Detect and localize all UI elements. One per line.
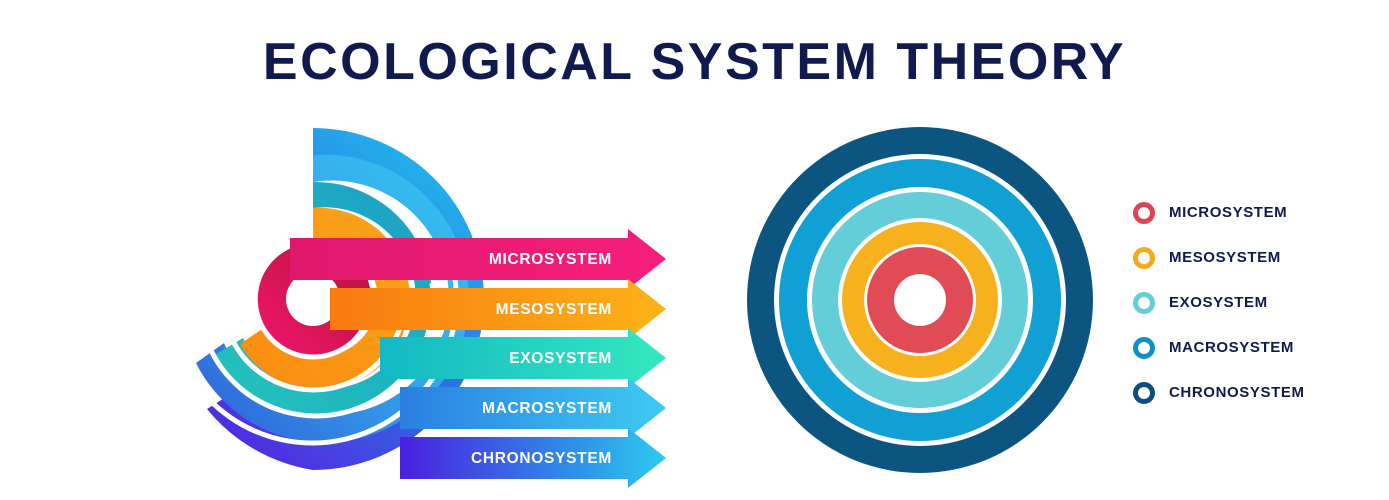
ring-icon <box>1133 291 1155 314</box>
page-title: ECOLOGICAL SYSTEM THEORY <box>262 33 1127 91</box>
legend-label: EXOSYSTEM <box>1169 294 1268 311</box>
ring-icon <box>1133 381 1155 404</box>
arrow-microsystem[interactable]: MICROSYSTEM <box>290 229 666 289</box>
arrow-label-exosystem: EXOSYSTEM <box>509 350 612 367</box>
legend-item-chronosystem[interactable]: CHRONOSYSTEM <box>1133 370 1383 415</box>
legend-item-microsystem[interactable]: MICROSYSTEM <box>1133 190 1383 235</box>
legend-label: MESOSYSTEM <box>1169 249 1281 266</box>
target-center-hole <box>894 274 946 326</box>
arrow-callouts: MICROSYSTEM MESOSYSTEM EXOSYSTEM MACROSY… <box>290 229 666 488</box>
legend-item-macrosystem[interactable]: MACROSYSTEM <box>1133 325 1383 370</box>
arrow-chronosystem[interactable]: CHRONOSYSTEM <box>400 428 666 488</box>
legend-item-mesosystem[interactable]: MESOSYSTEM <box>1133 235 1383 280</box>
arrow-label-chronosystem: CHRONOSYSTEM <box>471 450 612 467</box>
ring-icon <box>1133 246 1155 269</box>
arrow-label-mesosystem: MESOSYSTEM <box>496 301 612 318</box>
arrow-mesosystem[interactable]: MESOSYSTEM <box>330 279 666 339</box>
ring-icon <box>1133 201 1155 224</box>
arrow-macrosystem[interactable]: MACROSYSTEM <box>400 378 666 438</box>
arrow-exosystem[interactable]: EXOSYSTEM <box>380 328 666 388</box>
arrow-label-macrosystem: MACROSYSTEM <box>482 400 612 417</box>
legend-item-exosystem[interactable]: EXOSYSTEM <box>1133 280 1383 325</box>
legend-label: MACROSYSTEM <box>1169 339 1294 356</box>
legend-label: CHRONOSYSTEM <box>1169 384 1305 401</box>
arrow-label-microsystem: MICROSYSTEM <box>489 251 612 268</box>
target-diagram <box>747 127 1093 473</box>
legend-label: MICROSYSTEM <box>1169 204 1288 221</box>
ring-icon <box>1133 336 1155 359</box>
legend: MICROSYSTEM MESOSYSTEM EXOSYSTEM MACROSY… <box>1133 190 1383 415</box>
